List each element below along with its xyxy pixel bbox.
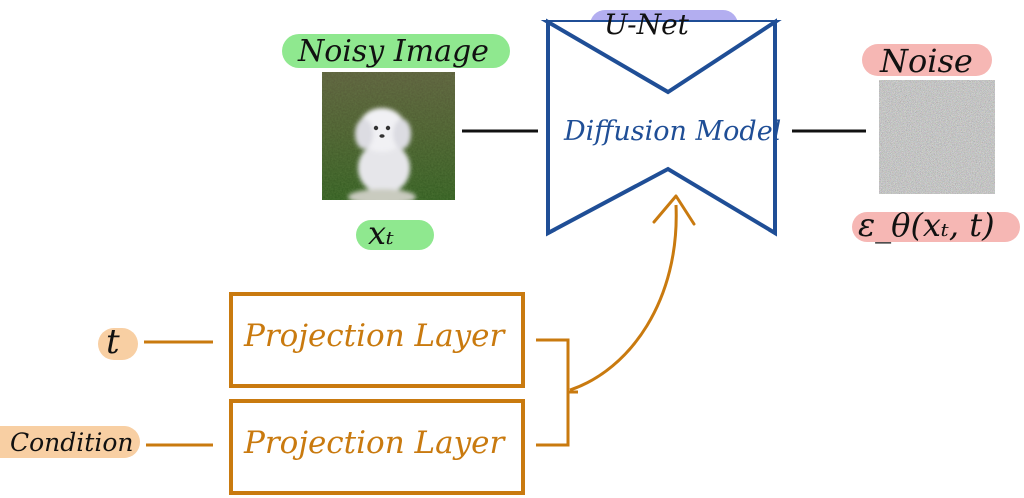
- noise-patch-icon: [879, 80, 995, 194]
- projection-layer-box-2: [229, 399, 525, 495]
- noise-label: Noise: [880, 42, 973, 80]
- noise-image: [879, 80, 995, 194]
- unet-label: U-Net: [604, 8, 689, 41]
- merge-bracket: [536, 338, 578, 447]
- condition-label: Condition: [10, 428, 134, 457]
- noisy-image-highlight: [282, 34, 510, 68]
- condition-arrowhead: [652, 194, 696, 226]
- condition-highlight: [0, 426, 140, 458]
- noisy-image: [322, 72, 455, 200]
- epsilon-label: ε_θ(xₜ, t): [858, 206, 995, 244]
- epsilon-highlight: [852, 212, 1020, 242]
- projection-layer-box-1: [229, 292, 525, 388]
- noise-highlight: [862, 44, 992, 76]
- t-highlight: [98, 328, 138, 360]
- dog-image-icon: [322, 72, 455, 200]
- xt-label: xₜ: [368, 214, 394, 252]
- condition-arrow: [569, 204, 678, 392]
- noisy-image-label: Noisy Image: [298, 34, 489, 69]
- t-label: t: [106, 322, 120, 362]
- diffusion-model-label: Diffusion Model: [564, 116, 782, 147]
- projection-layer-label-1: Projection Layer: [244, 318, 505, 354]
- xt-highlight: [356, 220, 434, 250]
- projection-layer-label-2: Projection Layer: [244, 425, 505, 461]
